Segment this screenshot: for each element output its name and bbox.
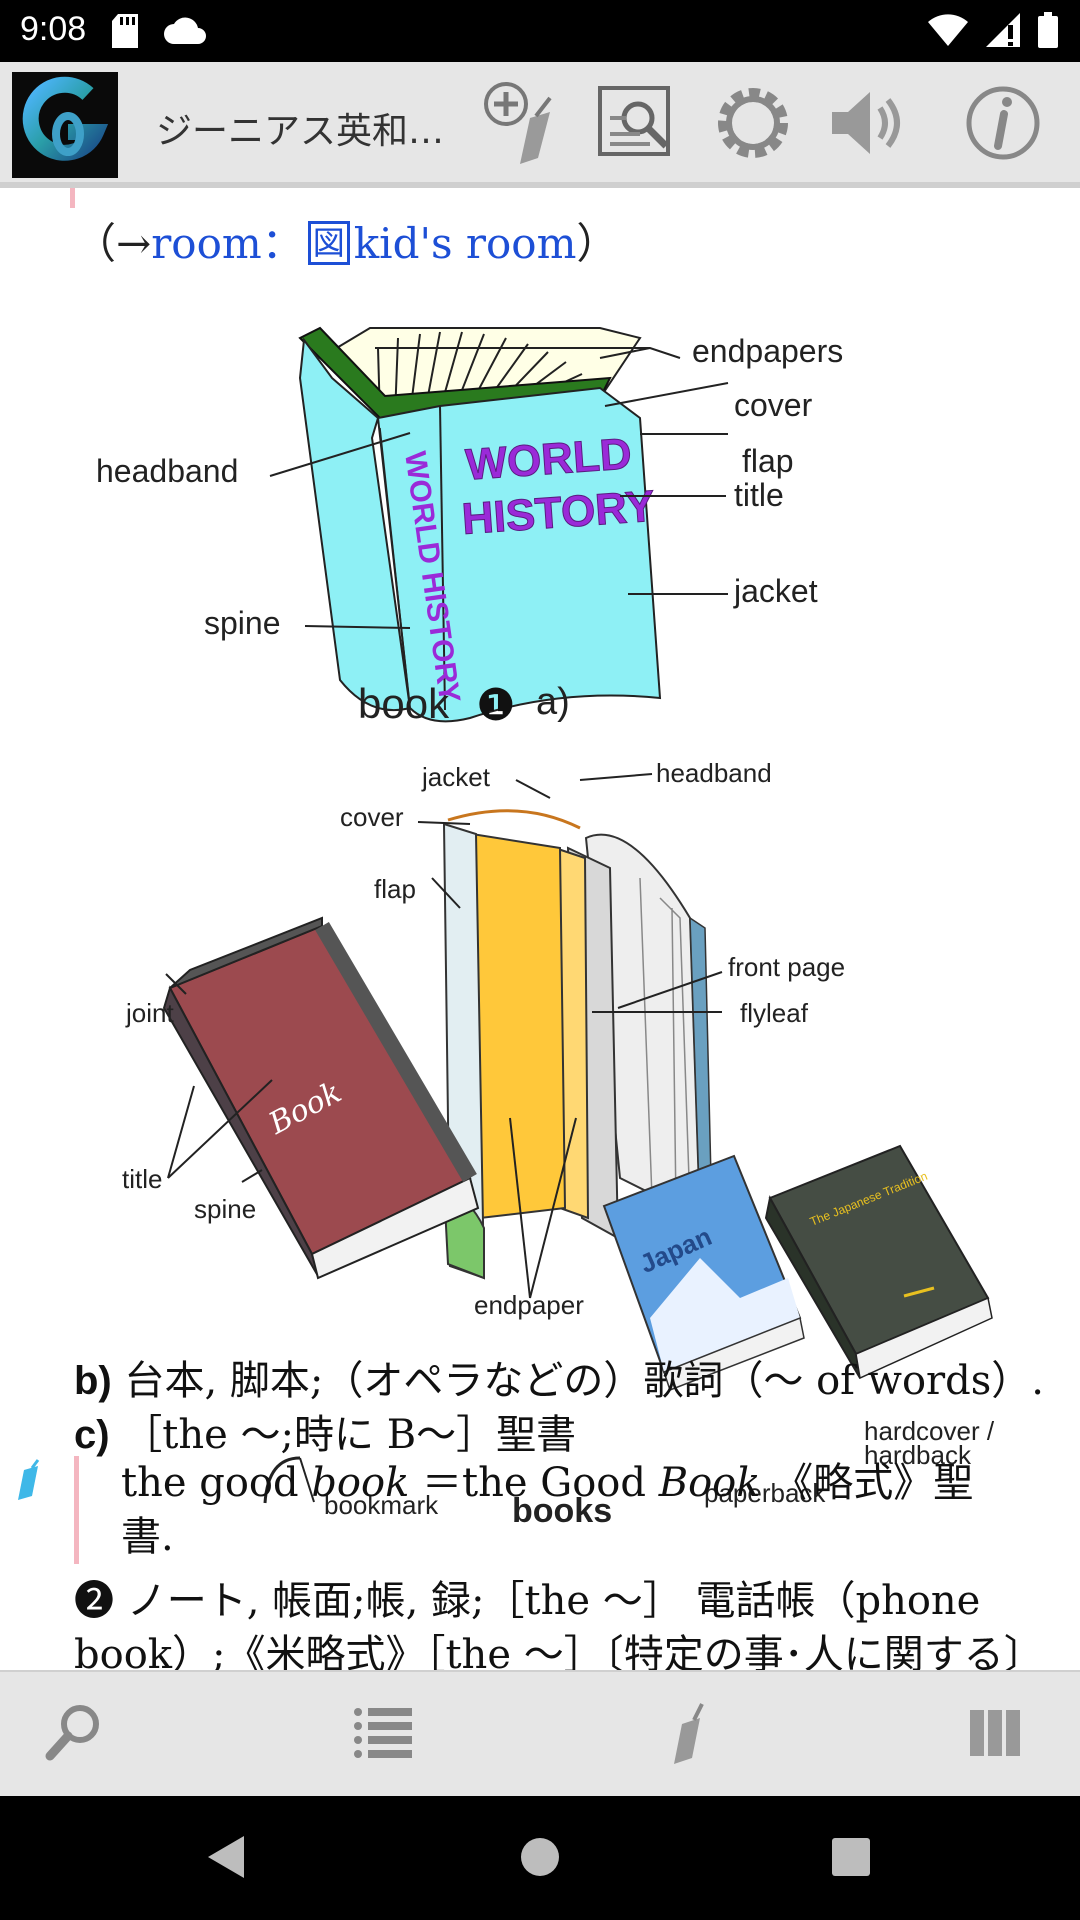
example-text-3: 《略式》聖 (760, 1460, 974, 1506)
label-cover: cover (734, 387, 813, 423)
volume-icon (822, 78, 912, 172)
definition-2-line2: book）;《米略式》［the ～］〔特定の事･人に関する〕 (74, 1632, 1044, 1670)
red-book (162, 916, 480, 1504)
cover-title-line1: WORLD (464, 429, 633, 489)
image-search-button[interactable] (592, 80, 682, 170)
home-icon (515, 1832, 565, 1886)
figure1-caption-number: ❶ (476, 680, 515, 731)
definition-b-marker: b) (74, 1359, 112, 1403)
ref-link-kids-room[interactable]: kid's room (353, 219, 577, 268)
definition-c-text: ［the ～;時に B～］聖書 (122, 1412, 577, 1458)
figure1-caption-word: book (358, 680, 450, 727)
figure2-caption: books (512, 1492, 612, 1530)
settings-icon (708, 78, 798, 172)
recents-icon (826, 1832, 876, 1886)
label-endpapers: endpapers (692, 333, 843, 369)
app-logo[interactable] (12, 72, 118, 178)
wifi-icon (928, 14, 968, 50)
marker-icon (656, 1698, 726, 1772)
label-flap: flap (742, 443, 794, 479)
label2-title: title (122, 1164, 162, 1194)
label2-jacket: jacket (421, 762, 491, 792)
paperback-book (602, 1154, 805, 1391)
definition-2-line1: ❷ ノート, 帳面;帳, 録;［the ～］ 電話帳（phone (74, 1578, 981, 1624)
back-button[interactable] (192, 1824, 262, 1894)
example-text-4: 書. (121, 1514, 174, 1560)
list-icon (348, 1698, 418, 1772)
figure-badge[interactable]: 図 (307, 221, 350, 265)
recents-button[interactable] (816, 1824, 886, 1894)
label2-joint: joint (125, 998, 174, 1028)
ref-close: ） (576, 219, 619, 268)
label2-spine: spine (194, 1194, 256, 1224)
label-title: title (734, 477, 784, 513)
usage-example: the good book ＝the Good Book 《略式》聖書. (74, 1456, 1061, 1564)
add-bookmark-icon (478, 78, 568, 172)
signal-icon (986, 13, 1020, 51)
back-icon (202, 1832, 252, 1886)
label2-paperback: paperback (704, 1478, 826, 1508)
label2-flap: flap (374, 874, 416, 904)
add-bookmark-button[interactable] (478, 80, 568, 170)
label2-bookmark: bookmark (324, 1490, 439, 1520)
info-button[interactable] (958, 80, 1048, 170)
app-title: ジーニアス英和… (156, 111, 445, 152)
system-nav-bar (0, 1796, 1080, 1920)
figure1-caption-suffix: a) (536, 681, 570, 723)
search-icon (40, 1698, 110, 1772)
definition-b: b) 台本, 脚本;（オペラなどの）歌詞（～ of words）. (74, 1348, 1044, 1406)
book-jacket (298, 337, 662, 723)
settings-button[interactable] (708, 80, 798, 170)
figure2-leader-lines (165, 773, 723, 1503)
label2-endpaper: endpaper (474, 1290, 584, 1320)
ref-open: （→ (74, 219, 152, 268)
label2-headband: headband (656, 758, 772, 788)
books-types-illustration: Book Japan The Japanese Tradition (0, 758, 1080, 1538)
volume-button[interactable] (822, 80, 912, 170)
search-button[interactable] (30, 1690, 120, 1780)
example-keyword-2: Book (658, 1460, 761, 1506)
example-keyword-1: book (311, 1460, 410, 1506)
example-text-2: ＝the Good (409, 1460, 659, 1506)
list-button[interactable] (338, 1690, 428, 1780)
hardcover-book (764, 1144, 993, 1380)
open-book (442, 809, 713, 1280)
figure1-leader-lines (269, 347, 729, 629)
columns-button[interactable] (954, 1690, 1044, 1780)
label-headband: headband (96, 453, 238, 489)
ref-link-room[interactable]: room： (151, 219, 304, 268)
label2-hardcover: hardcover / (864, 1416, 995, 1446)
marker-button[interactable] (646, 1690, 736, 1780)
definition-c: c) ［the ～;時に B～］聖書 (74, 1402, 576, 1460)
label-spine: spine (204, 605, 281, 641)
example-marker-bar (70, 188, 75, 208)
label2-flyleaf: flyleaf (740, 998, 809, 1028)
status-time: 9:08 (20, 10, 87, 48)
home-button[interactable] (505, 1824, 575, 1894)
label2-hardback: hardback (864, 1440, 972, 1470)
label2-cover: cover (340, 802, 404, 832)
cloud-icon (164, 16, 206, 48)
example-text-1: the good (121, 1460, 312, 1506)
image-search-icon (592, 78, 682, 172)
status-bar: 9:08 (0, 0, 1080, 62)
marker-pen-icon[interactable] (14, 1458, 44, 1506)
columns-icon (964, 1698, 1034, 1772)
bottom-toolbar (0, 1670, 1080, 1798)
app-bar: ジーニアス英和… (0, 62, 1080, 188)
definition-c-marker: c) (74, 1413, 110, 1457)
sd-card-icon (112, 14, 138, 52)
info-icon (958, 78, 1048, 172)
label2-front-page: front page (728, 952, 845, 982)
label-jacket: jacket (733, 573, 818, 609)
definition-b-text: 台本, 脚本;（オペラなどの）歌詞（～ of words）. (124, 1358, 1044, 1404)
battery-icon (1038, 12, 1058, 52)
book-parts-illustration: WORLD HISTORY WORLD HISTORY endpapers co… (0, 268, 1080, 748)
